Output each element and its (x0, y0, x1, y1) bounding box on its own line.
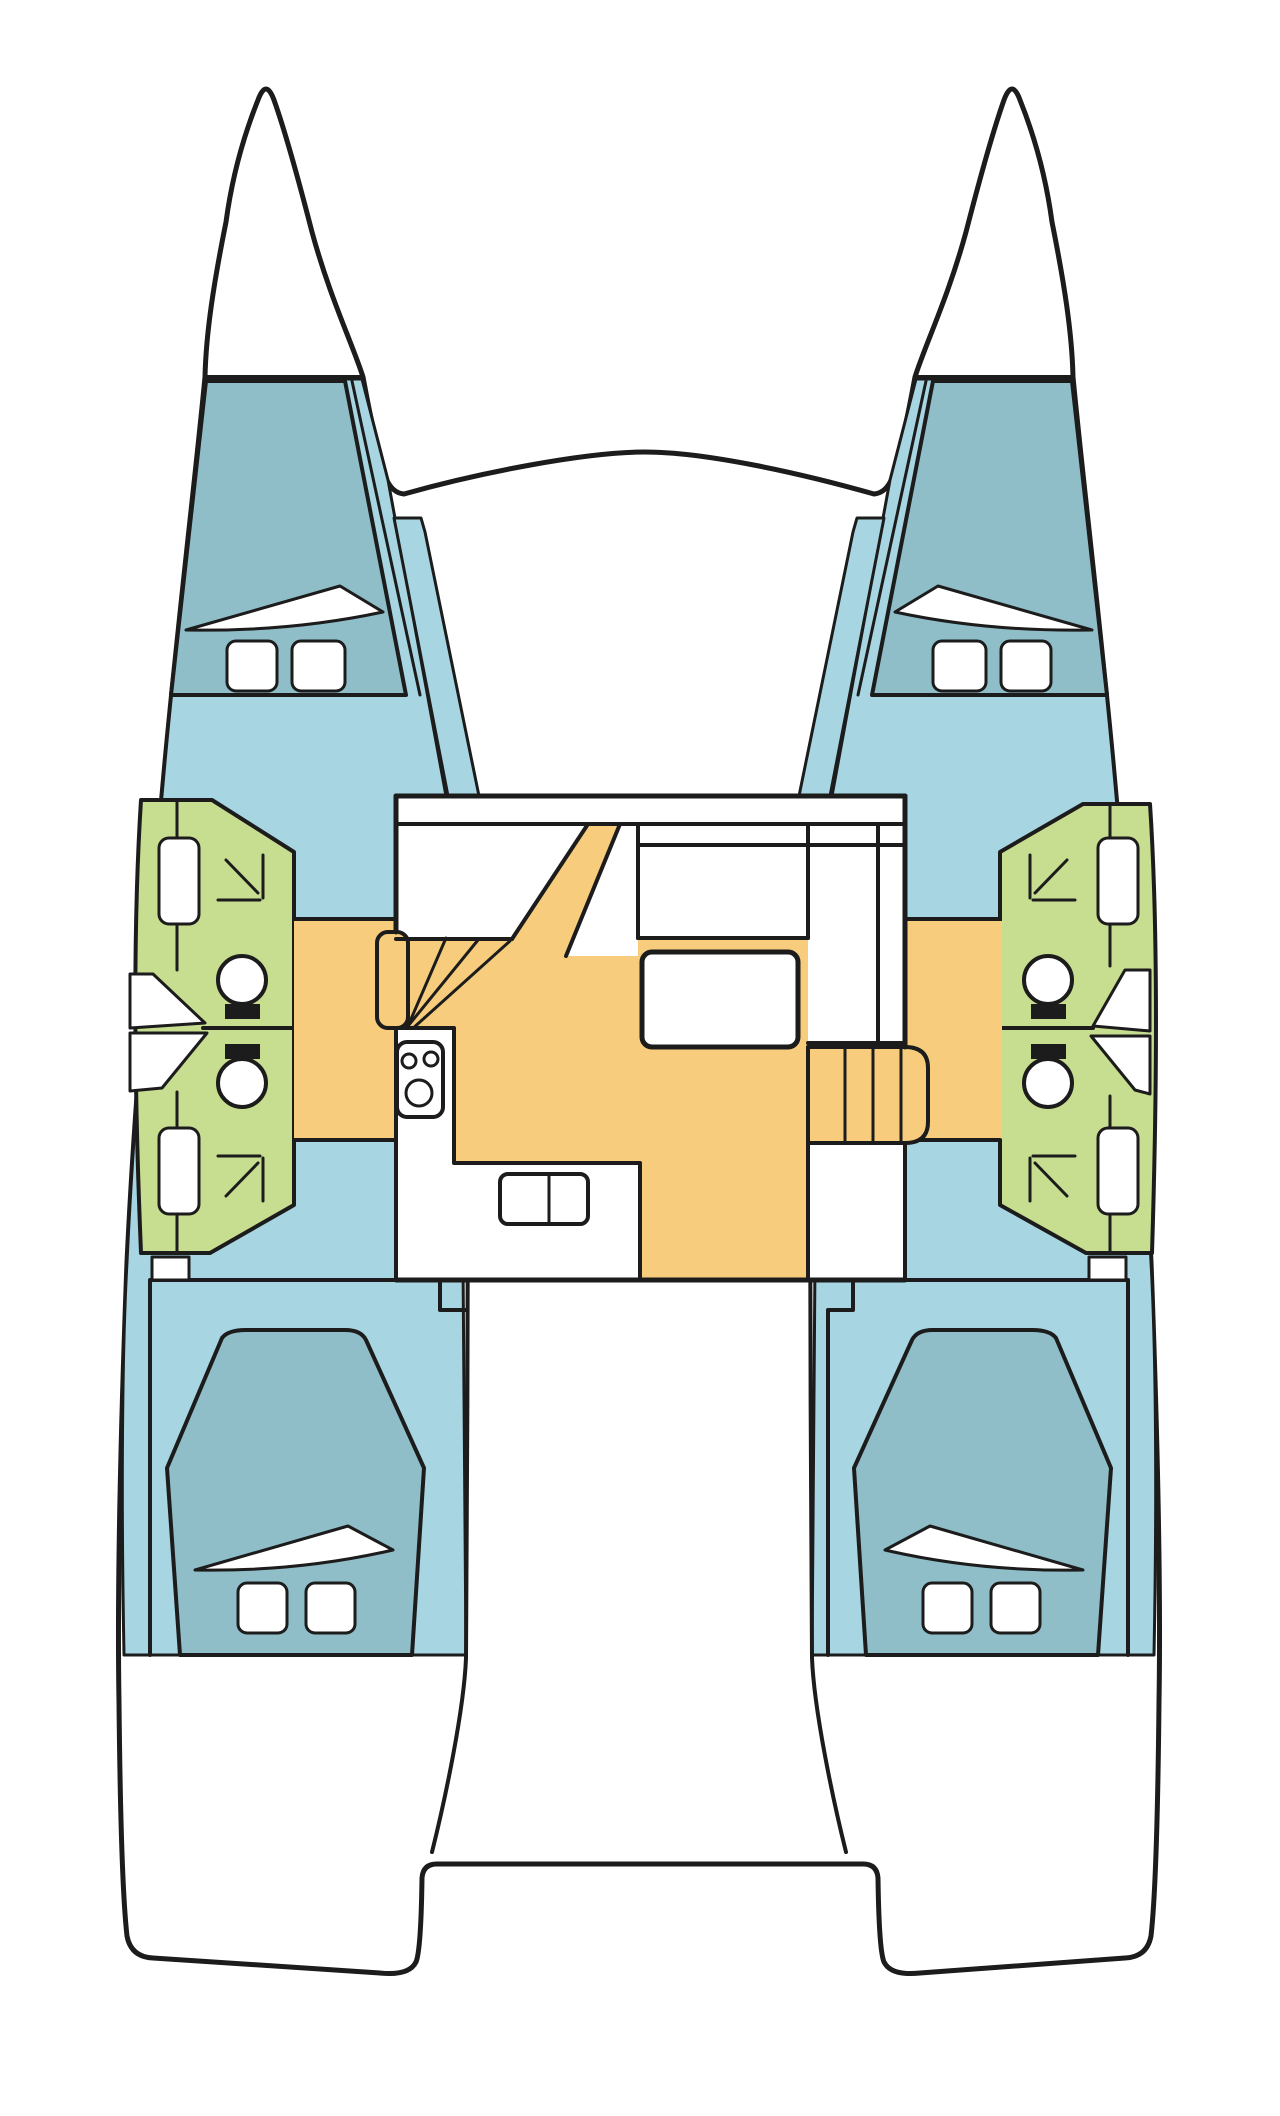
toilet-tank (225, 1004, 260, 1019)
stove-burner (422, 1050, 440, 1068)
toilet-bowl (1022, 954, 1074, 1006)
saloon-table (639, 949, 801, 1050)
deck-hatch-icon (921, 1581, 974, 1635)
shower-line (1033, 858, 1069, 895)
shower-icon (1028, 853, 1077, 902)
port-stairs (375, 930, 410, 1030)
port-stairs-step-line (409, 939, 512, 1032)
toilet-bowl (216, 1057, 268, 1109)
shower-line (1033, 1161, 1069, 1198)
toilet-icon (216, 954, 268, 1019)
saloon (375, 793, 930, 1283)
shower-line (224, 1161, 260, 1198)
port-stairs-step-line (406, 938, 480, 1028)
aft-cabin-port-door-threshold (150, 1255, 191, 1282)
starboard-inner-side-strip (797, 516, 886, 798)
toilet-tank (225, 1044, 260, 1059)
forward-cabin-starboard (856, 379, 1109, 697)
toilet-icon (1022, 1044, 1074, 1109)
galley-partition-line (564, 822, 622, 958)
aft-cabin-starboard (826, 1255, 1130, 1657)
aft-berth-port (165, 1328, 426, 1657)
shower-icon (216, 1154, 265, 1203)
galley-sink-icon (498, 1172, 590, 1226)
toilet-icon (1022, 954, 1074, 1019)
deck-hatch-icon (236, 1581, 289, 1635)
forward-cabin-port (169, 379, 422, 697)
deck-hatch-icon (290, 639, 347, 693)
aft-cabin-starboard-walls (826, 1278, 1130, 1657)
deck-hatch-icon (225, 639, 279, 693)
hull-locker-icon (128, 972, 207, 1030)
toilet-bowl (1022, 1057, 1074, 1109)
berth-pillow-icon (184, 584, 385, 632)
aft-berth-starboard (852, 1328, 1113, 1657)
berth-pillow-icon (893, 584, 1094, 632)
deck-hatch-icon (931, 639, 988, 693)
berth-pillow-icon (193, 1524, 395, 1572)
deck-hatch-icon (304, 1581, 357, 1635)
stove-burner (400, 1052, 418, 1070)
bathroom-block-port (128, 798, 296, 1255)
toilet-icon (216, 1044, 268, 1109)
sink-icon (157, 836, 201, 926)
galley-partition-line (510, 822, 590, 941)
toilet-bowl (216, 954, 268, 1006)
saloon-cabinet (806, 1141, 907, 1282)
sink-icon (157, 1126, 201, 1216)
deck-hatch-icon (999, 639, 1053, 693)
bathroom-block-starboard (988, 802, 1158, 1255)
shower-icon (216, 853, 265, 902)
port-inner-side-strip (392, 516, 481, 798)
forward-cabin-starboard-wall-line (856, 379, 928, 697)
toilet-tank (1031, 1004, 1066, 1019)
stove-burner (404, 1078, 434, 1108)
sink-icon (1096, 836, 1140, 926)
starboard-stairs (806, 1045, 930, 1145)
berth-pillow-icon (883, 1524, 1085, 1572)
shower-icon (1028, 1154, 1077, 1203)
toilet-tank (1031, 1044, 1066, 1059)
hull-locker-icon (128, 1031, 209, 1093)
forward-cabin-port-wall-line (350, 379, 422, 697)
shower-line (224, 858, 260, 895)
port-stairs-step-line (406, 936, 448, 1028)
aft-cabin-starboard-door-threshold (1087, 1255, 1128, 1282)
deck-hatch-icon (989, 1581, 1042, 1635)
hull-locker-icon (1089, 1034, 1152, 1096)
sink-icon (1096, 1126, 1140, 1216)
